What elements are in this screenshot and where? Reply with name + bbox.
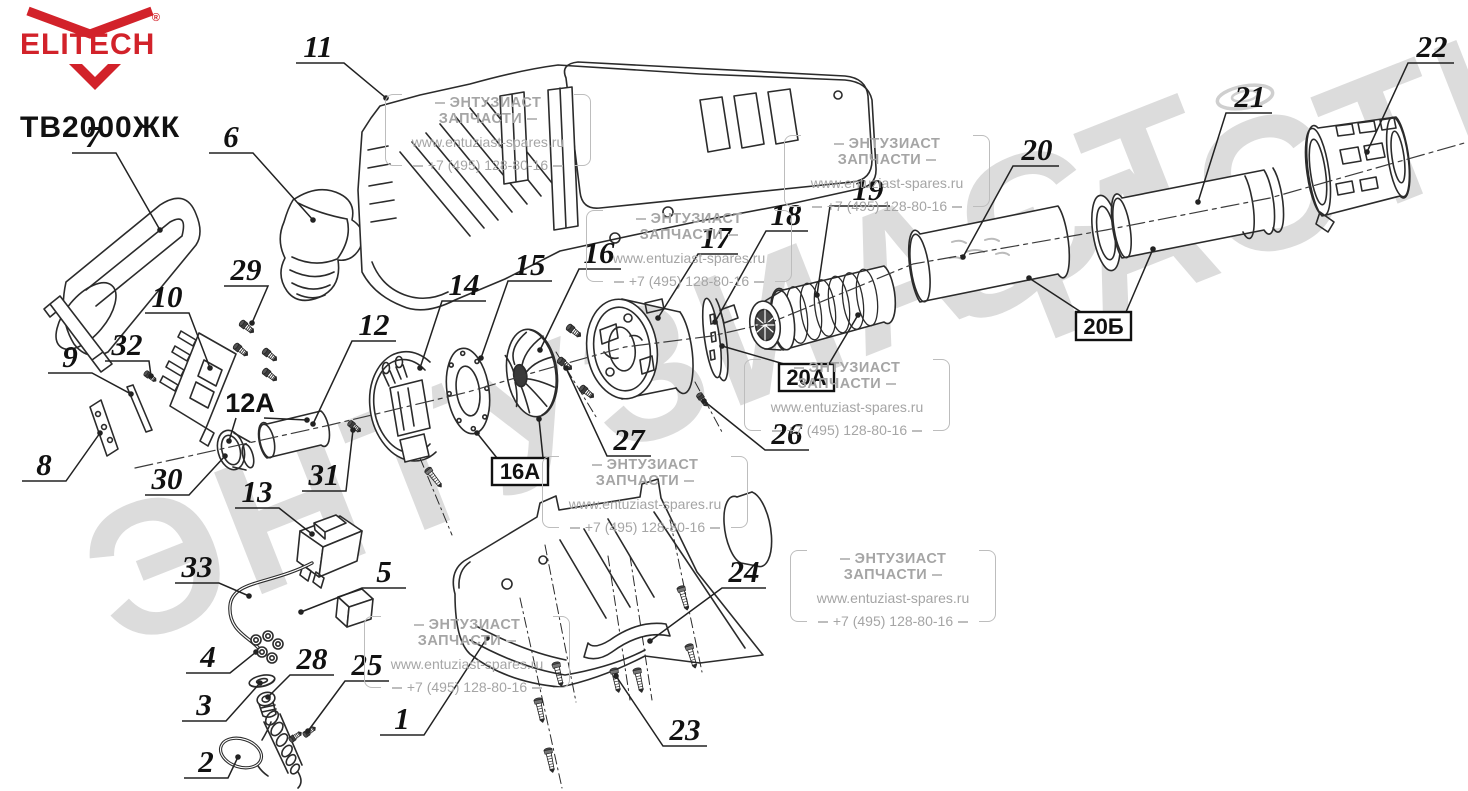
- logo-registered-mark: ®: [151, 12, 160, 24]
- part-number-25: 25: [351, 647, 383, 682]
- logo-brand-text: ELITECH: [20, 28, 156, 61]
- part-2-power-cord: [218, 710, 303, 789]
- part-number-31: 31: [308, 457, 340, 492]
- part-number-1: 1: [394, 701, 410, 736]
- part-26-screw: [694, 381, 723, 433]
- part-number-6: 6: [223, 119, 239, 154]
- part-9-rod: [126, 384, 153, 433]
- watermark-phone: +7 (495) 128-80-16: [378, 679, 556, 695]
- boxed-label-20Б: [1074, 310, 1133, 342]
- watermark-block: ЭНТУЗИАСТ ЗАПЧАСТИ www.entuziast-spares.r…: [542, 456, 748, 535]
- part-17-motor: [585, 298, 694, 400]
- part-number-27: 27: [613, 422, 647, 457]
- part-4-terminal-block: [250, 630, 284, 664]
- part-15-ring-plate: [445, 347, 491, 435]
- part-number-23: 23: [669, 712, 701, 747]
- part-number-4: 4: [199, 639, 216, 674]
- watermark-url: www.entuziast-spares.ru: [568, 496, 722, 512]
- part-27-screws: [555, 322, 599, 421]
- part-28-gland-nut: [256, 691, 277, 718]
- part-number-7: 7: [85, 119, 102, 154]
- watermark-block: ЭНТУЗИАСТ ЗАПЧАСТИ www.entuziast-spares.r…: [364, 616, 570, 695]
- part-29-screws: [231, 318, 280, 384]
- part-25-screws: [287, 724, 318, 744]
- part-number-33: 33: [181, 549, 213, 584]
- part-18-baffle-plate: [701, 297, 739, 382]
- part-22-nozzle-housing: [1304, 116, 1411, 233]
- watermark-phone: +7 (495) 128-80-16: [804, 613, 982, 629]
- part-number-21: 21: [1234, 79, 1266, 114]
- part-19-heating-element: [748, 265, 897, 351]
- model-text: ТВ2000ЖК: [20, 111, 181, 144]
- part-number-29: 29: [230, 252, 262, 287]
- part-21-inner-tube: [1091, 167, 1285, 272]
- center-axis: [134, 141, 1468, 469]
- watermark-title: ЭНТУЗИАСТ ЗАПЧАСТИ: [758, 359, 936, 392]
- brand-logo: ® ELITECH ТВ2000ЖК: [20, 6, 200, 145]
- watermark-url: www.entuziast-spares.ru: [770, 399, 924, 415]
- watermark-phone: +7 (495) 128-80-16: [798, 198, 976, 214]
- part-14-screw: [423, 465, 445, 490]
- part-30-cup-washer: [216, 429, 255, 471]
- part-number-2: 2: [197, 744, 214, 779]
- boxed-label-text-16A: 16A: [500, 459, 540, 484]
- part-6-air-scoop: [279, 188, 364, 302]
- part-number-14: 14: [449, 267, 480, 302]
- watermark-reg-ellipse: [1215, 83, 1275, 111]
- part-number-10: 10: [152, 279, 183, 314]
- part-7-rear-cover: [43, 197, 201, 373]
- watermark-block: ЭНТУЗИАСТ ЗАПЧАСТИ www.entuziast-spares.r…: [586, 210, 792, 289]
- watermark-block: ЭНТУЗИАСТ ЗАПЧАСТИ www.entuziast-spares.r…: [790, 550, 996, 629]
- watermark-title: ЭНТУЗИАСТ ЗАПЧАСТИ: [804, 550, 982, 583]
- part-number-12: 12: [359, 307, 390, 342]
- part-number-24: 24: [728, 554, 760, 589]
- part-number-12A: 12A: [225, 388, 275, 418]
- logo-chevron-top: [26, 6, 154, 39]
- watermark-phone: +7 (495) 128-80-16: [556, 519, 734, 535]
- part-number-28: 28: [296, 641, 329, 676]
- part-number-11: 11: [303, 29, 332, 64]
- watermark-url: www.entuziast-spares.ru: [411, 134, 565, 150]
- part-number-9: 9: [62, 339, 78, 374]
- part-number-15: 15: [515, 247, 546, 282]
- part-3-washer: [248, 674, 276, 688]
- watermark-url: www.entuziast-spares.ru: [390, 656, 544, 672]
- watermark-title: ЭНТУЗИАСТ ЗАПЧАСТИ: [399, 94, 577, 127]
- watermark-url: www.entuziast-spares.ru: [816, 590, 970, 606]
- part-33-wire: [228, 561, 314, 652]
- watermark-phone: +7 (495) 128-80-16: [600, 273, 778, 289]
- watermark-block: ЭНТУЗИАСТ ЗАПЧАСТИ www.entuziast-spares.r…: [385, 94, 591, 173]
- part-8-plate: [89, 399, 119, 457]
- part-number-20: 20: [1021, 132, 1053, 167]
- watermark-block: ЭНТУЗИАСТ ЗАПЧАСТИ www.entuziast-spares.r…: [784, 135, 990, 214]
- part-13-switch: [296, 514, 363, 589]
- part-24-deflector: [583, 622, 671, 660]
- part-number-13: 13: [242, 474, 273, 509]
- watermark-block: ЭНТУЗИАСТ ЗАПЧАСТИ www.entuziast-spares.r…: [744, 359, 950, 438]
- watermark-url: www.entuziast-spares.ru: [612, 250, 766, 266]
- boxed-label-text-20Б: 20Б: [1083, 314, 1123, 339]
- watermark-title: ЭНТУЗИАСТ ЗАПЧАСТИ: [600, 210, 778, 243]
- logo-triangle-bottom: [69, 64, 121, 90]
- watermark-phone: +7 (495) 128-80-16: [399, 157, 577, 173]
- part-number-3: 3: [195, 687, 212, 722]
- part-number-32: 32: [111, 327, 143, 362]
- watermark-title: ЭНТУЗИАСТ ЗАПЧАСТИ: [556, 456, 734, 489]
- boxed-label-16A: [490, 456, 550, 487]
- part-number-5: 5: [376, 554, 392, 589]
- watermark-title: ЭНТУЗИАСТ ЗАПЧАСТИ: [378, 616, 556, 649]
- part-10-mount-bracket: [159, 330, 237, 447]
- part-14-fan-bracket: [368, 351, 453, 536]
- watermark-phone: +7 (495) 128-80-16: [758, 422, 936, 438]
- part-number-22: 22: [1416, 29, 1448, 64]
- part-number-30: 30: [151, 461, 183, 496]
- watermark-title: ЭНТУЗИАСТ ЗАПЧАСТИ: [798, 135, 976, 168]
- watermark-url: www.entuziast-spares.ru: [810, 175, 964, 191]
- part-number-8: 8: [36, 447, 52, 482]
